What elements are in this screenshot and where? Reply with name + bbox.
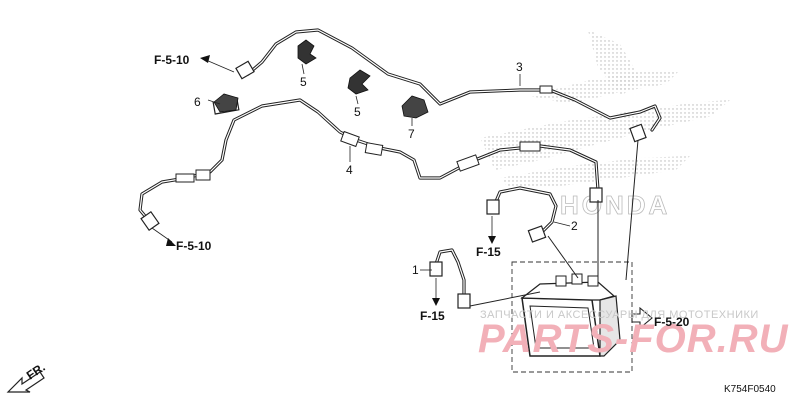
- part-label-2: 2: [571, 219, 578, 233]
- front-arrow-icon: [6, 371, 45, 393]
- part-label-7: 7: [408, 127, 415, 141]
- ref-f-5-10-bottom: F-5-10: [176, 239, 212, 253]
- ref-f-5-20: F-5-20: [654, 315, 690, 329]
- ref-f-15-lower: F-15: [420, 309, 445, 323]
- honda-logo-text: HONDA: [560, 190, 670, 220]
- clip-5-lower: [347, 69, 371, 95]
- part-label-3: 3: [516, 60, 523, 74]
- ref-f-5-10-top: F-5-10: [154, 53, 190, 67]
- diagram-code: K754F0540: [724, 384, 776, 395]
- brake-pipe-2: [486, 186, 558, 243]
- abs-modulator: [511, 261, 633, 373]
- brake-pipe-3: [235, 28, 662, 143]
- part-label-4: 4: [346, 163, 353, 177]
- clip-7: [401, 95, 429, 119]
- part-label-1: 1: [412, 263, 419, 277]
- front-label: FR.: [24, 360, 48, 382]
- watermark-brand: PARTS-FOR.RU: [478, 317, 789, 361]
- honda-wing-logo: HONDA: [480, 30, 730, 220]
- brake-pipe-1: [429, 248, 471, 309]
- part-label-5-upper: 5: [300, 75, 307, 89]
- part-label-6: 6: [194, 95, 201, 109]
- clip-5-upper: [297, 39, 317, 65]
- arrow-right-icon: [631, 306, 653, 330]
- brake-pipe-4: [138, 97, 603, 232]
- part-label-5-lower: 5: [354, 105, 361, 119]
- ref-f-15-upper: F-15: [476, 245, 501, 259]
- clip-6: [213, 93, 239, 113]
- watermark-tagline: ЗАПЧАСТИ И АКСЕССУАРЫ ДЛЯ МОТОТЕХНИКИ: [480, 309, 759, 321]
